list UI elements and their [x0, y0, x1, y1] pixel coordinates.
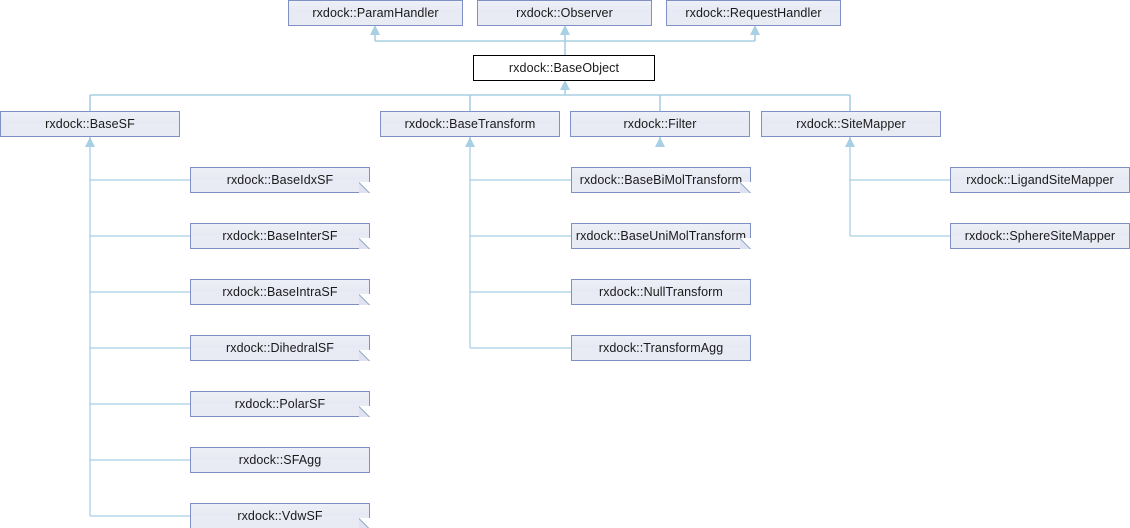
class-node-nulltransform[interactable]: rxdock::NullTransform [571, 279, 751, 305]
class-node-label: rxdock::Filter [623, 116, 697, 131]
class-node-paramhandler[interactable]: rxdock::ParamHandler [288, 0, 463, 26]
arrowhead-observer [560, 25, 570, 35]
class-node-label: rxdock::LigandSiteMapper [966, 172, 1114, 187]
arrowhead-baseobject [560, 80, 570, 90]
class-node-basesf[interactable]: rxdock::BaseSF [0, 111, 180, 137]
class-node-label: rxdock::BaseInterSF [222, 228, 338, 243]
class-node-baseintrasf[interactable]: rxdock::BaseIntraSF [190, 279, 370, 305]
class-node-vdwsf[interactable]: rxdock::VdwSF [190, 503, 370, 528]
class-node-label: rxdock::BaseBiMolTransform [579, 172, 743, 187]
class-node-label: rxdock::BaseIdxSF [226, 172, 334, 187]
edge-group-sitemapper-children [849, 144, 950, 237]
class-node-label: rxdock::Observer [516, 5, 613, 20]
class-node-dihedralsf[interactable]: rxdock::DihedralSF [190, 335, 370, 361]
class-node-label: rxdock::PolarSF [234, 396, 326, 411]
edge-group-baseobject-to-bases [374, 33, 756, 55]
class-node-label: rxdock::DihedralSF [225, 340, 335, 355]
class-node-label: rxdock::VdwSF [237, 508, 323, 523]
class-node-observer[interactable]: rxdock::Observer [477, 0, 652, 26]
class-node-label: rxdock::SFAgg [238, 452, 322, 467]
class-node-baseintersf[interactable]: rxdock::BaseInterSF [190, 223, 370, 249]
class-node-label: rxdock::BaseTransform [404, 116, 536, 131]
arrowhead-basesf [85, 137, 95, 147]
arrowhead-filter [655, 137, 665, 147]
class-node-label: rxdock::BaseObject [508, 60, 620, 75]
class-node-baseidxsf[interactable]: rxdock::BaseIdxSF [190, 167, 370, 193]
class-node-label: rxdock::TransformAgg [598, 340, 724, 355]
class-node-filter[interactable]: rxdock::Filter [570, 111, 750, 137]
class-node-basebimoltransform[interactable]: rxdock::BaseBiMolTransform [571, 167, 751, 193]
arrowhead-paramhandler [370, 25, 380, 35]
class-node-label: rxdock::BaseIntraSF [222, 284, 338, 299]
class-node-label: rxdock::BaseUniMolTransform [575, 228, 747, 243]
arrowheads-base-row [370, 25, 760, 35]
class-node-label: rxdock::NullTransform [599, 284, 723, 299]
class-node-sfagg[interactable]: rxdock::SFAgg [190, 447, 370, 473]
class-node-label: rxdock::RequestHandler [685, 5, 822, 20]
class-node-basetransform[interactable]: rxdock::BaseTransform [380, 111, 560, 137]
arrowhead-sitemapper [845, 137, 855, 147]
edge-group-basesf-children [89, 144, 190, 517]
class-node-label: rxdock::ParamHandler [312, 5, 439, 20]
class-node-requesthandler[interactable]: rxdock::RequestHandler [666, 0, 841, 26]
class-node-transformagg[interactable]: rxdock::TransformAgg [571, 335, 751, 361]
class-node-sitemapper[interactable]: rxdock::SiteMapper [761, 111, 941, 137]
class-node-baseunimoltransform[interactable]: rxdock::BaseUniMolTransform [571, 223, 751, 249]
class-node-spheresitemapper[interactable]: rxdock::SphereSiteMapper [950, 223, 1130, 249]
class-node-label: rxdock::BaseSF [45, 116, 135, 131]
edge-group-basetransform-children [469, 144, 571, 349]
class-node-label: rxdock::SiteMapper [796, 116, 906, 131]
arrowhead-basetransform [465, 137, 475, 147]
class-node-ligandsitemapper[interactable]: rxdock::LigandSiteMapper [950, 167, 1130, 193]
class-node-label: rxdock::SphereSiteMapper [964, 228, 1116, 243]
class-node-baseobject[interactable]: rxdock::BaseObject [473, 55, 655, 81]
arrowhead-requesthandler [750, 25, 760, 35]
class-node-polarsf[interactable]: rxdock::PolarSF [190, 391, 370, 417]
